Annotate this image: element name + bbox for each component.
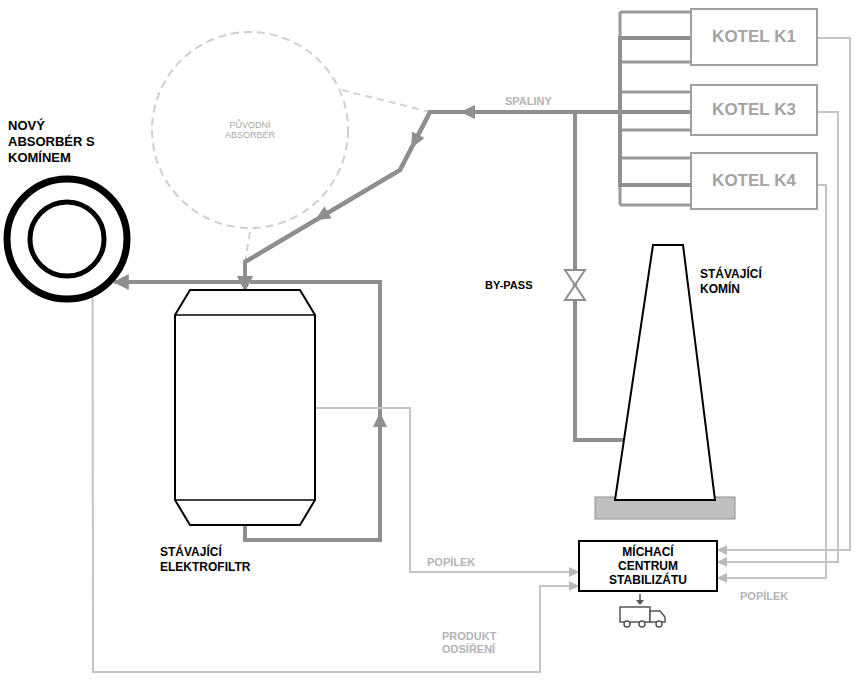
flue-gas-duct xyxy=(114,282,245,290)
boiler-manifold xyxy=(620,12,690,205)
shape-heading: STÁVAJÍCÍ KOMÍN xyxy=(700,267,780,297)
node-outline xyxy=(3,175,131,303)
boiler-box: KOTEL K4 xyxy=(690,152,818,210)
edge-label: SPALINY xyxy=(503,95,554,108)
node-outline xyxy=(175,290,315,525)
valve-label: BY-PASS xyxy=(483,279,534,292)
flue-gas-duct xyxy=(245,112,690,290)
shape-heading: STÁVAJÍCÍ ELEKTROFILTR xyxy=(160,545,290,575)
flue-gas-duct xyxy=(245,38,690,290)
flue-gas-duct xyxy=(245,112,690,290)
node-label: KOTEL K4 xyxy=(712,171,796,191)
node-label: KOTEL K1 xyxy=(712,27,796,47)
boiler-box: KOTEL K3 xyxy=(690,84,818,136)
shape-heading: NOVÝ ABSORBÉR S KOMÍNEM xyxy=(8,118,118,166)
node-label: PŮVODNÍ ABSORBÉR xyxy=(215,120,285,140)
electrofilter-shape: STÁVAJÍCÍ ELEKTROFILTR xyxy=(175,290,315,525)
material-line xyxy=(93,298,578,672)
absorber-circle: NOVÝ ABSORBÉR S KOMÍNEM xyxy=(3,175,131,303)
boiler-box: KOTEL K1 xyxy=(690,8,818,66)
truck-icon xyxy=(620,594,665,627)
edge-label: PRODUKT ODSÍŘENÍ xyxy=(440,630,536,656)
node-label: MÍCHACÍ CENTRUM STABILIZÁTU xyxy=(598,545,698,587)
edge-label: POPÍLEK xyxy=(738,590,790,603)
chimney-shape: STÁVAJÍCÍ KOMÍN xyxy=(595,245,735,520)
material-line xyxy=(315,408,578,572)
bypass-valve xyxy=(565,270,585,300)
flow-arrows xyxy=(312,105,475,427)
edge-label: POPÍLEK xyxy=(425,556,477,569)
mixing-centre-box: MÍCHACÍ CENTRUM STABILIZÁTU xyxy=(578,540,718,592)
node-label: KOTEL K3 xyxy=(712,100,796,120)
old-absorber-duct xyxy=(245,90,430,262)
old-absorber-circle: PŮVODNÍ ABSORBÉR xyxy=(150,30,350,230)
